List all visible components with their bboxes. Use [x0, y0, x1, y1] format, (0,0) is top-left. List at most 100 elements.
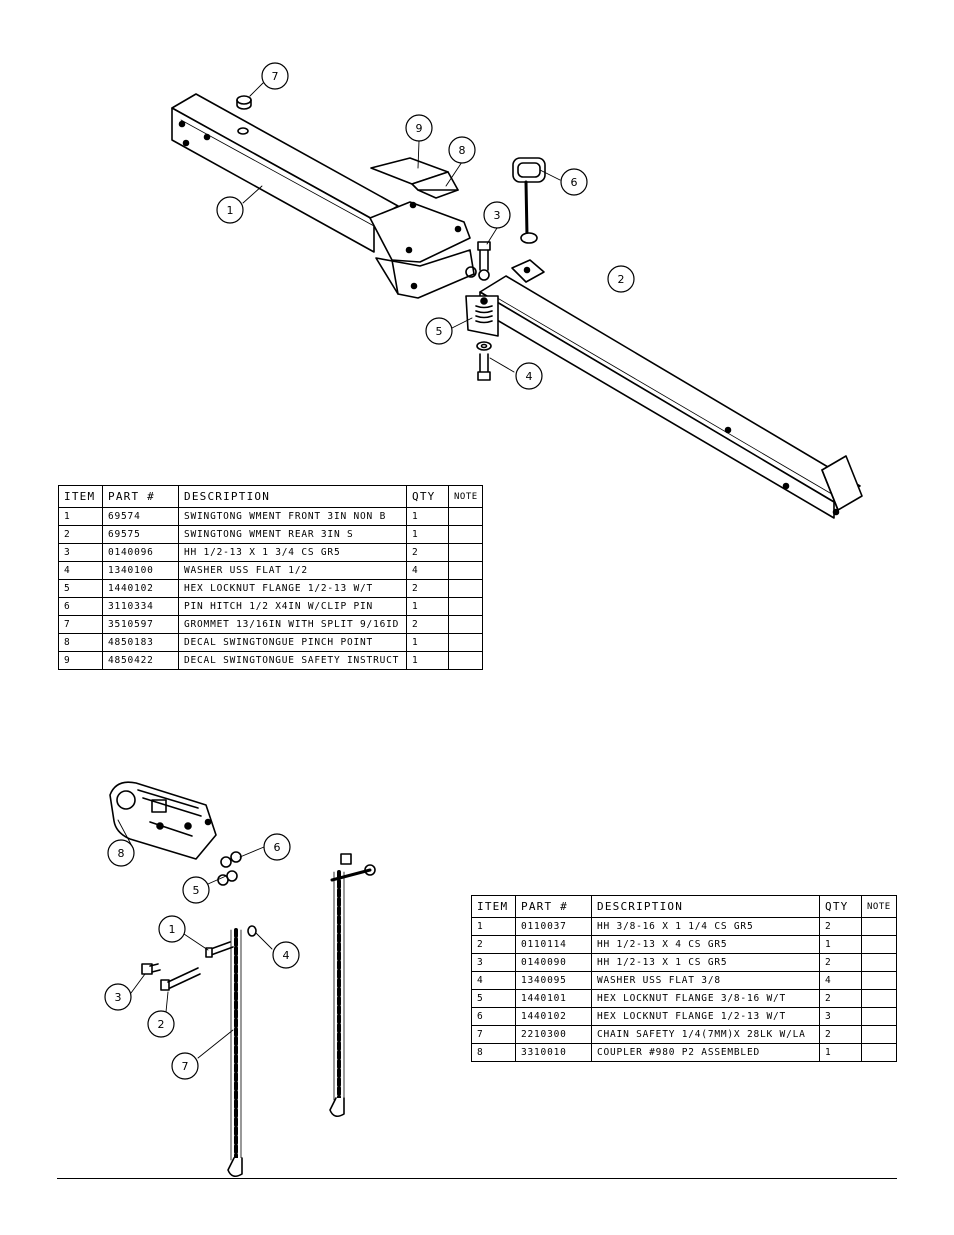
grommet-part [236, 95, 252, 110]
leader-lines [117, 82, 561, 1059]
safety-chain-left [227, 928, 243, 1178]
balloon-top-7: 7 [261, 62, 289, 90]
bom-cell-description: HH 3/8-16 X 1 1/4 CS GR5 [591, 917, 820, 936]
bom-cell-item: 3 [471, 953, 516, 972]
svg-text:1: 1 [227, 204, 234, 217]
bom-cell-item: 2 [58, 525, 103, 544]
svg-text:8: 8 [118, 847, 125, 860]
bom-cell-part: 1340095 [515, 971, 592, 990]
balloon-bottom-4: 4 [272, 941, 300, 969]
svg-text:4: 4 [526, 370, 533, 383]
bom-cell-description: DECAL SWINGTONGUE SAFETY INSTRUCT [178, 651, 407, 670]
balloon-bottom-5: 5 [182, 876, 210, 904]
balloon-top-8: 8 [448, 136, 476, 164]
bom-cell-qty: 2 [819, 1025, 862, 1044]
bom-cell-part: 0140096 [102, 543, 179, 562]
balloon-bottom-3: 3 [104, 983, 132, 1011]
bom-cell-description: HH 1/2-13 X 1 CS GR5 [591, 953, 820, 972]
bolt-part-top [477, 241, 491, 281]
bom-cell-description: SWINGTONG WMENT FRONT 3IN NON B [178, 507, 407, 526]
svg-text:6: 6 [274, 841, 281, 854]
bom-cell-part: 4850422 [102, 651, 179, 670]
coupler-part [109, 781, 217, 860]
bom-cell-item: 8 [58, 633, 103, 652]
bom-cell-item: 6 [58, 597, 103, 616]
bom-cell-item: 8 [471, 1043, 516, 1062]
bom-cell-note [448, 579, 483, 598]
bom-cell-description: SWINGTONG WMENT REAR 3IN S [178, 525, 407, 544]
bom-cell-part: 1440102 [102, 579, 179, 598]
header-qty: QTY [406, 485, 449, 508]
bom-cell-item: 7 [58, 615, 103, 634]
bom-cell-qty: 1 [406, 525, 449, 544]
header-note: NOTE [448, 485, 483, 508]
bom-cell-part: 0140090 [515, 953, 592, 972]
svg-text:4: 4 [283, 949, 290, 962]
bom-cell-note [861, 953, 897, 972]
svg-text:7: 7 [272, 70, 279, 83]
bom-cell-item: 6 [471, 1007, 516, 1026]
bom-cell-part: 0110114 [515, 935, 592, 954]
bom-cell-qty: 2 [406, 579, 449, 598]
bom-cell-description: HH 1/2-13 X 4 CS GR5 [591, 935, 820, 954]
bom-cell-note [861, 1025, 897, 1044]
bom-cell-part: 0110037 [515, 917, 592, 936]
bom-cell-item: 1 [58, 507, 103, 526]
balloon-bottom-2: 2 [147, 1010, 175, 1038]
bom-cell-note [861, 1043, 897, 1062]
bom-cell-note [861, 989, 897, 1008]
bom-cell-note [448, 597, 483, 616]
bom-cell-part: 3510597 [102, 615, 179, 634]
bom-cell-description: GROMMET 13/16IN WITH SPLIT 9/16ID [178, 615, 407, 634]
bom-cell-qty: 2 [819, 917, 862, 936]
bom-cell-description: HH 1/2-13 X 1 3/4 CS GR5 [178, 543, 407, 562]
header-part: PART # [515, 895, 592, 918]
bom-cell-part: 69574 [102, 507, 179, 526]
bom-cell-item: 1 [471, 917, 516, 936]
header-description: DESCRIPTION [178, 485, 407, 508]
bom-cell-qty: 1 [819, 935, 862, 954]
bom-cell-note [448, 633, 483, 652]
decal-parts [370, 157, 459, 199]
bom-cell-qty: 1 [406, 651, 449, 670]
bom-cell-item: 4 [58, 561, 103, 580]
bom-cell-qty: 1 [406, 507, 449, 526]
bom-cell-description: PIN HITCH 1/2 X4IN W/CLIP PIN [178, 597, 407, 616]
bom-header-row: ITEM PART # DESCRIPTION QTY NOTE [58, 485, 483, 508]
bom-cell-part: 1340100 [102, 561, 179, 580]
bom-cell-item: 9 [58, 651, 103, 670]
header-part: PART # [102, 485, 179, 508]
bom-cell-qty: 2 [406, 615, 449, 634]
svg-text:7: 7 [182, 1060, 189, 1073]
svg-text:5: 5 [436, 325, 443, 338]
bom-cell-part: 3110334 [102, 597, 179, 616]
bom-cell-note [448, 615, 483, 634]
bom-cell-part: 3310010 [515, 1043, 592, 1062]
bom-cell-note [448, 651, 483, 670]
bom-cell-part: 69575 [102, 525, 179, 544]
svg-text:8: 8 [459, 144, 466, 157]
balloon-top-5: 5 [425, 317, 453, 345]
svg-text:3: 3 [115, 991, 122, 1004]
bom-cell-note [448, 543, 483, 562]
balloon-top-4: 4 [515, 362, 543, 390]
bom-cell-item: 3 [58, 543, 103, 562]
bom-cell-note [448, 525, 483, 544]
bom-cell-description: WASHER USS FLAT 3/8 [591, 971, 820, 990]
